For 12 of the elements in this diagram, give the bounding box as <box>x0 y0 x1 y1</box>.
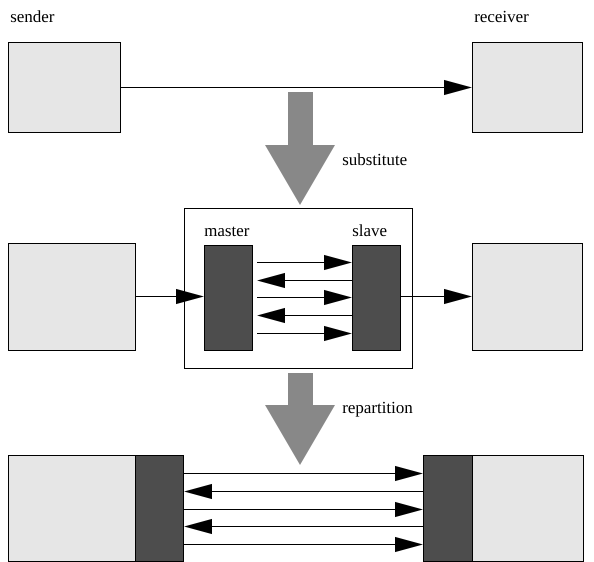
process-box <box>472 455 584 562</box>
step-label: repartition <box>342 402 412 417</box>
process-box <box>8 243 136 351</box>
interface-block <box>135 455 184 562</box>
process-box <box>8 455 136 562</box>
step-label: substitute <box>342 153 407 166</box>
process-box <box>472 243 583 351</box>
box-heading: slave <box>352 224 386 236</box>
interface-block <box>423 455 473 562</box>
box-heading: receiver <box>474 10 529 22</box>
box-heading: sender <box>10 10 54 22</box>
box-heading: master <box>204 226 250 236</box>
